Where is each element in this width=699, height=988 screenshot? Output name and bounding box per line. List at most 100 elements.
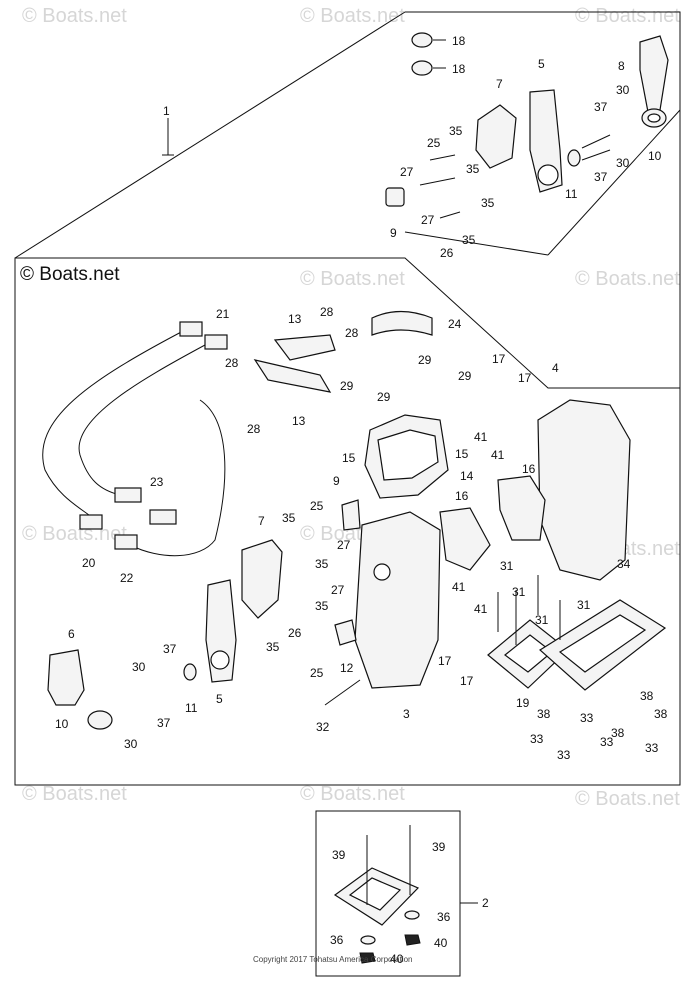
callout-37: 37 — [163, 642, 177, 656]
mount-plate-hole — [348, 877, 402, 911]
callout-4: 4 — [552, 361, 559, 375]
callout-10: 10 — [648, 149, 662, 163]
callout-28: 28 — [320, 305, 334, 319]
bushing-part-10 — [87, 710, 113, 730]
callout-1: 1 — [163, 104, 170, 118]
callout-31: 31 — [535, 613, 549, 627]
bracket-part-13 — [253, 359, 332, 393]
callout-27: 27 — [337, 538, 351, 552]
callout-28: 28 — [247, 422, 261, 436]
copyright-text: Copyright 2017 Tohatsu America Corporati… — [253, 955, 413, 964]
callout-30: 30 — [124, 737, 138, 751]
screw-27 — [419, 177, 456, 186]
cover-part-7 — [241, 539, 283, 619]
callout-32: 32 — [316, 720, 330, 734]
screw-30 — [581, 134, 611, 149]
callout-14: 14 — [460, 469, 474, 483]
connector-20 — [79, 514, 103, 530]
callout-38: 38 — [654, 707, 668, 721]
callout-11: 11 — [565, 187, 578, 201]
callout-16: 16 — [522, 462, 536, 476]
callout-7: 7 — [258, 514, 265, 528]
callout-27: 27 — [421, 213, 435, 227]
bracket-part-13 — [273, 334, 336, 361]
callout-41: 41 — [491, 448, 505, 462]
harness-wire — [78, 344, 206, 496]
callout-21: 21 — [216, 307, 230, 321]
leader-line — [404, 231, 549, 256]
screw-25 — [429, 154, 456, 161]
callout-30: 30 — [132, 660, 146, 674]
callout-33: 33 — [580, 711, 594, 725]
callout-15: 15 — [455, 447, 469, 461]
callout-35: 35 — [462, 233, 476, 247]
callout-35: 35 — [282, 511, 296, 525]
callout-20: 20 — [82, 556, 96, 570]
cover-part-4 — [537, 399, 631, 581]
callout-39: 39 — [332, 848, 346, 862]
callout-23: 23 — [150, 475, 164, 489]
callout-40: 40 — [434, 936, 448, 950]
callout-35: 35 — [481, 196, 495, 210]
middle-parts — [253, 310, 667, 706]
assembly-2-parts — [333, 825, 421, 964]
body-shaft — [373, 563, 391, 581]
cap-part-18 — [411, 60, 433, 76]
arm-hub — [210, 650, 230, 670]
gear-part-16 — [439, 507, 491, 571]
block-part-9 — [385, 187, 405, 207]
callout-35: 35 — [266, 640, 280, 654]
callout-26: 26 — [440, 246, 454, 260]
callout-38: 38 — [537, 707, 551, 721]
callout-29: 29 — [377, 390, 391, 404]
callout-36: 36 — [437, 910, 451, 924]
callout-24: 24 — [448, 317, 462, 331]
clip-part-12 — [334, 619, 357, 646]
watermark: © Boats.net — [22, 783, 127, 805]
handle-part-6 — [47, 649, 85, 706]
callout-30: 30 — [616, 156, 630, 170]
callout-33: 33 — [645, 741, 659, 755]
callout-18: 18 — [452, 34, 466, 48]
callout-35: 35 — [466, 162, 480, 176]
callout-27: 27 — [400, 165, 414, 179]
callout-6: 6 — [68, 627, 75, 641]
connector-22 — [114, 534, 138, 550]
screw-26 — [439, 211, 461, 219]
callout-25: 25 — [310, 666, 324, 680]
callout-28: 28 — [345, 326, 359, 340]
callout-labels: 1 2 3 4 5 5 6 7 7 8 9 9 10 10 11 11 12 1… — [55, 34, 668, 966]
cap-part-18 — [411, 32, 433, 48]
leader-line — [547, 109, 681, 256]
callout-38: 38 — [611, 726, 625, 740]
callout-41: 41 — [474, 602, 488, 616]
callout-33: 33 — [557, 748, 571, 762]
assembly-1-outline — [14, 11, 681, 786]
callout-18: 18 — [452, 62, 466, 76]
cover-part-7 — [475, 104, 517, 169]
callout-16: 16 — [455, 489, 469, 503]
watermark: © Boats.net — [575, 788, 680, 810]
callout-17: 17 — [518, 371, 532, 385]
callout-41: 41 — [474, 430, 488, 444]
callout-26: 26 — [288, 626, 302, 640]
nut-40 — [404, 934, 421, 946]
base-plate-hole — [558, 614, 647, 673]
bracket-part-9 — [341, 499, 361, 531]
callout-28: 28 — [225, 356, 239, 370]
connector-21 — [204, 334, 228, 350]
callout-17: 17 — [438, 654, 452, 668]
callout-25: 25 — [310, 499, 324, 513]
callout-35: 35 — [449, 124, 463, 138]
watermark: © Boats.net — [575, 5, 680, 27]
callout-2: 2 — [482, 896, 489, 910]
washer-part-11 — [183, 663, 197, 681]
callout-7: 7 — [496, 77, 503, 91]
callout-31: 31 — [500, 559, 514, 573]
watermark: © Boats.net — [300, 5, 405, 27]
callout-10: 10 — [55, 717, 69, 731]
upper-parts — [385, 32, 669, 219]
arm-hub — [537, 164, 559, 186]
body-part-3 — [354, 511, 441, 689]
